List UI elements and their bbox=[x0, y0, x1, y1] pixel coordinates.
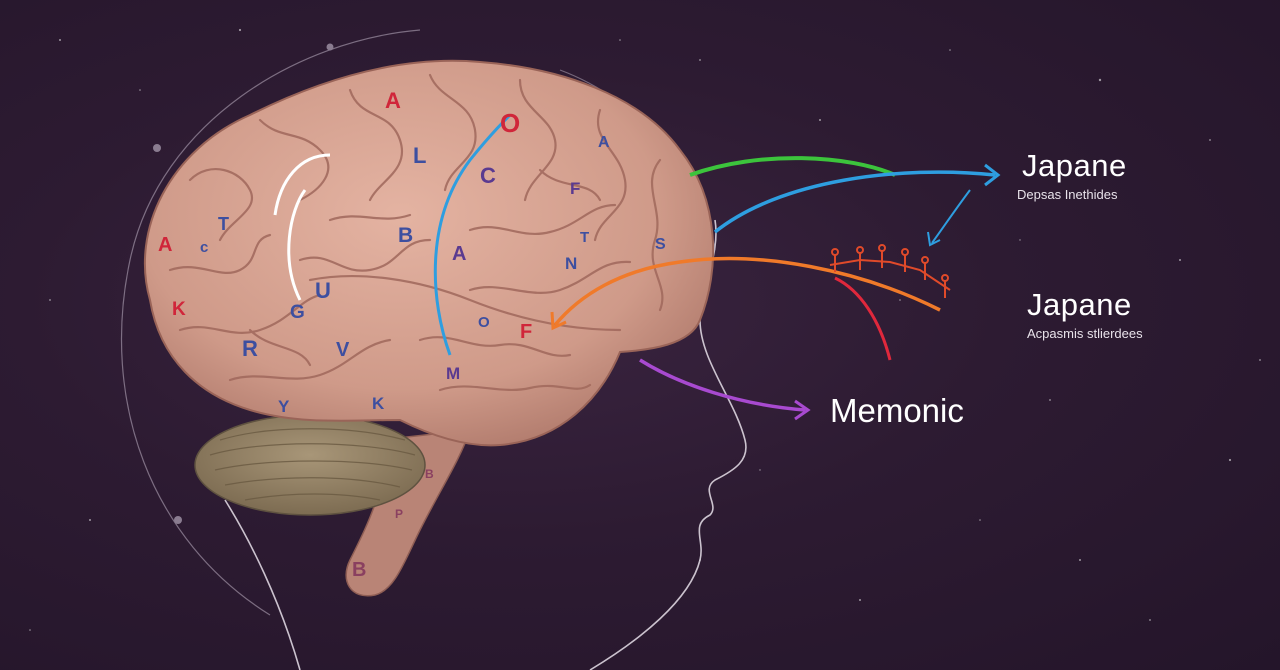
memonic-label: Memonic bbox=[830, 392, 964, 429]
orbit-dot bbox=[174, 516, 182, 524]
cerebellum-folds bbox=[209, 428, 416, 501]
red-figures bbox=[829, 244, 951, 298]
purple-arrow-head bbox=[794, 399, 811, 421]
white-arc-1 bbox=[273, 153, 331, 216]
blue-arrow bbox=[713, 170, 996, 234]
brain-letter: T bbox=[218, 214, 229, 234]
brain-stem bbox=[345, 429, 472, 597]
cerebrum bbox=[143, 59, 715, 447]
brain-letter: A bbox=[158, 234, 173, 256]
japane-label-1: Japane bbox=[1022, 148, 1127, 183]
brain-letter: O bbox=[478, 314, 490, 331]
japane-sub-label-1: Depsas Inethides bbox=[1017, 187, 1118, 202]
orbit-dot bbox=[326, 43, 334, 51]
green-arrow bbox=[689, 156, 896, 177]
brain-letter: N bbox=[565, 254, 578, 273]
brain-letter: U bbox=[315, 278, 331, 303]
orange-arrow bbox=[553, 256, 941, 327]
blue-return-head bbox=[927, 231, 941, 247]
blue-return-arrow bbox=[931, 189, 971, 244]
brain-letter: M bbox=[446, 364, 461, 383]
orbit-dot bbox=[153, 144, 161, 152]
white-arc-2 bbox=[287, 189, 307, 301]
brain-letter: V bbox=[336, 339, 350, 361]
brain-letter: c bbox=[200, 239, 209, 256]
purple-arrow bbox=[639, 358, 806, 412]
brain-letter: C bbox=[480, 163, 496, 188]
brain-letter: P bbox=[395, 507, 404, 521]
brain-letter: T bbox=[580, 229, 590, 246]
brain-letter: B bbox=[425, 467, 434, 481]
cerebellum bbox=[194, 414, 426, 516]
orange-arrow-head bbox=[550, 311, 567, 331]
orbit-line-left bbox=[120, 29, 421, 616]
brain-letter: L bbox=[413, 143, 427, 168]
red-arrow bbox=[834, 276, 892, 361]
brain-letter: O bbox=[500, 108, 521, 138]
brain-letter: G bbox=[290, 302, 305, 323]
brain-letter: A bbox=[385, 88, 401, 113]
brain-letter: K bbox=[172, 299, 186, 320]
brain-letter: K bbox=[372, 394, 385, 413]
brain-letter: Y bbox=[278, 397, 290, 416]
brain-letter: F bbox=[570, 179, 581, 198]
brain-letter: F bbox=[520, 321, 533, 343]
brain-letter: A bbox=[598, 134, 610, 151]
japane-label-2: Japane bbox=[1027, 287, 1132, 322]
japane-sub-label-2: Acpasmis stlierdees bbox=[1027, 326, 1143, 341]
brain-letter: B bbox=[398, 224, 414, 247]
brain-letter: A bbox=[452, 243, 467, 265]
blue-arrow-head bbox=[984, 163, 1001, 187]
brain-letter: R bbox=[242, 336, 258, 361]
brain-letter: B bbox=[352, 559, 367, 581]
blue-arc bbox=[433, 113, 512, 356]
brain-letter: S bbox=[655, 236, 666, 253]
